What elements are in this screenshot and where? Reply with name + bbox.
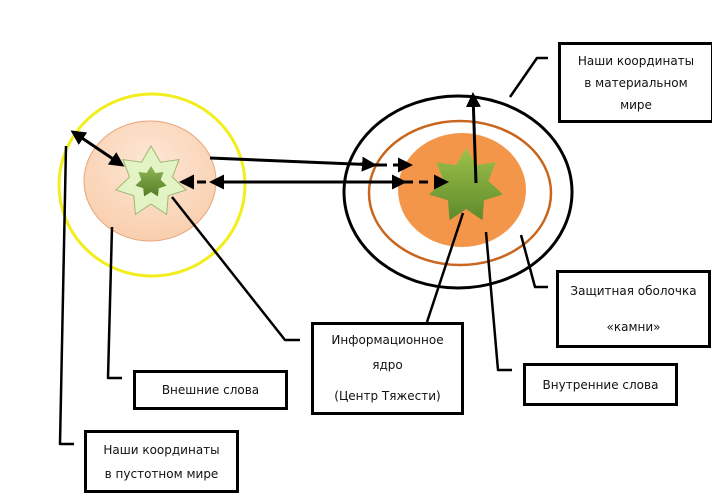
void-world-group [57, 92, 247, 278]
arrows [70, 92, 481, 190]
label-line: в пустотном мире [104, 466, 219, 481]
connector-void-coords [58, 145, 74, 446]
connectors [58, 56, 548, 446]
void-core-star-inner [135, 166, 167, 197]
label-material-coords: Наши координаты в материальном мире [558, 42, 712, 123]
arrow-material-radius [465, 92, 481, 184]
label-line: Наши координаты [577, 53, 695, 68]
connector-inner-words [484, 231, 512, 372]
label-line: Внутренние слова [542, 377, 659, 392]
label-line: Внешние слова [161, 383, 260, 397]
arrow-upper-mid-head [359, 156, 377, 172]
label-inner-words: Внутренние слова [523, 363, 678, 406]
label-line: в материальном [584, 75, 688, 90]
arrow-void-radius [70, 130, 125, 167]
connector-material-coords [508, 56, 548, 98]
material-world-group [342, 94, 574, 290]
material-core-star [429, 148, 503, 221]
label-protective-shell: Защитная оболочка «камни» [556, 270, 711, 348]
connector-core-left [171, 196, 300, 342]
label-line: «камни» [606, 320, 661, 334]
label-line: ядро [372, 358, 403, 372]
label-line: мире [620, 97, 652, 112]
arrow-upper-solid [209, 156, 379, 167]
label-void-coords: Наши координаты в пустотном мире [84, 430, 239, 493]
label-line: (Центр Тяжести) [334, 389, 441, 403]
label-line: Наши координаты [103, 442, 220, 457]
label-line: Защитная оболочка [570, 284, 697, 298]
connector-outer-words [106, 226, 122, 380]
label-outer-words: Внешние слова [133, 370, 288, 410]
connector-core-right [425, 212, 465, 323]
label-information-core: Информационное ядро (Центр Тяжести) [311, 322, 464, 415]
connector-shell [519, 234, 548, 289]
label-line: Информационное [331, 333, 444, 347]
